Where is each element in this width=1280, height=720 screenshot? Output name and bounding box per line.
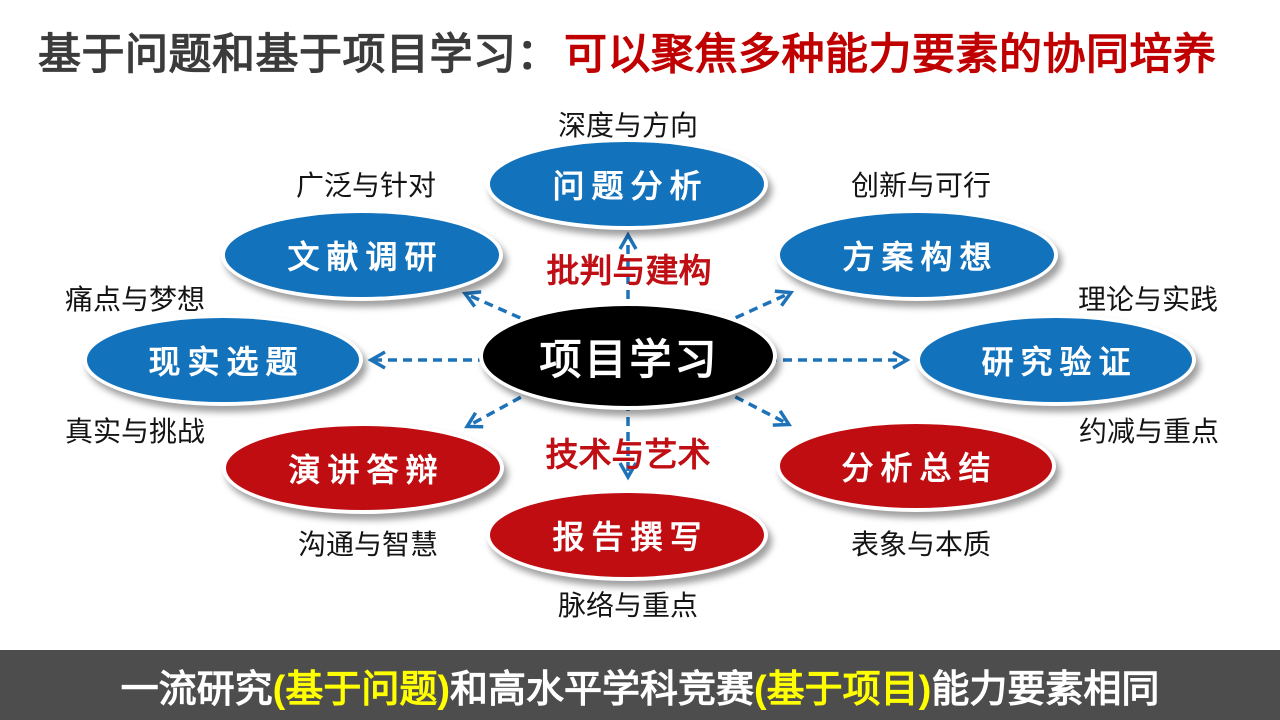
node-label: 研究验证 (981, 344, 1138, 380)
arrow-to-literature-research (461, 290, 535, 326)
footer-segment: 和高水平学科竞赛 (449, 668, 754, 711)
arrow-to-presentation-defense (464, 388, 535, 429)
annotation-appearance-essence: 表象与本质 (850, 530, 992, 561)
node-label: 方案构想 (842, 239, 999, 275)
node-project-learning: 项目学习 (479, 302, 777, 410)
footer-segment: 能力要素相同 (931, 668, 1160, 711)
axis-label-top: 批判与建构 (546, 252, 712, 289)
footer-bar: 一流研究(基于问题)和高水平学科竞赛(基于项目)能力要素相同 (0, 650, 1280, 720)
annotation-reality-challenge: 真实与挑战 (64, 417, 206, 448)
arrow-to-analysis-summary (721, 388, 793, 427)
annotation-context-focus: 脉络与重点 (557, 591, 699, 622)
footer-segment-highlight: (基于项目) (754, 668, 932, 711)
node-label: 现实选题 (148, 344, 305, 380)
node-presentation-defense: 演讲答辩 (222, 422, 504, 514)
node-analysis-summary: 分析总结 (776, 420, 1056, 512)
annotation-innovation-feasibility: 创新与可行 (850, 171, 992, 202)
annotation-reduction-focus: 约减与重点 (1078, 417, 1220, 448)
node-label: 项目学习 (539, 335, 720, 383)
annotation-painpoints-dreams: 痛点与梦想 (64, 285, 206, 316)
node-label: 分析总结 (841, 450, 998, 486)
node-literature-research: 文献调研 (221, 209, 503, 301)
footer-segment-highlight: (基于问题) (272, 668, 450, 711)
annotation-broad-targeted: 广泛与针对 (295, 171, 437, 202)
annotation-depth-direction: 深度与方向 (557, 111, 699, 142)
node-label: 问题分析 (552, 168, 709, 204)
title-highlight: 可以聚焦多种能力要素的协同培养 (564, 31, 1217, 79)
node-problem-analysis: 问题分析 (486, 138, 768, 230)
node-label: 演讲答辩 (288, 452, 445, 488)
page-title: 基于问题和基于项目学习：可以聚焦多种能力要素的协同培养 (38, 20, 1217, 82)
annotation-communication-wisdom: 沟通与智慧 (297, 530, 439, 561)
title-main: 基于问题和基于项目学习： (38, 31, 560, 79)
node-label: 报告撰写 (552, 519, 709, 555)
node-research-verification: 研究验证 (916, 314, 1196, 406)
node-solution-concept: 方案构想 (776, 209, 1058, 301)
node-topic-selection: 现实选题 (83, 314, 363, 406)
footer-segment: 一流研究 (120, 668, 273, 711)
annotation-theory-practice: 理论与实践 (1077, 285, 1219, 316)
arrow-to-solution-concept (721, 289, 795, 326)
axis-label-bottom: 技术与艺术 (545, 436, 711, 473)
node-label: 文献调研 (287, 239, 444, 275)
node-report-writing: 报告撰写 (486, 489, 768, 581)
